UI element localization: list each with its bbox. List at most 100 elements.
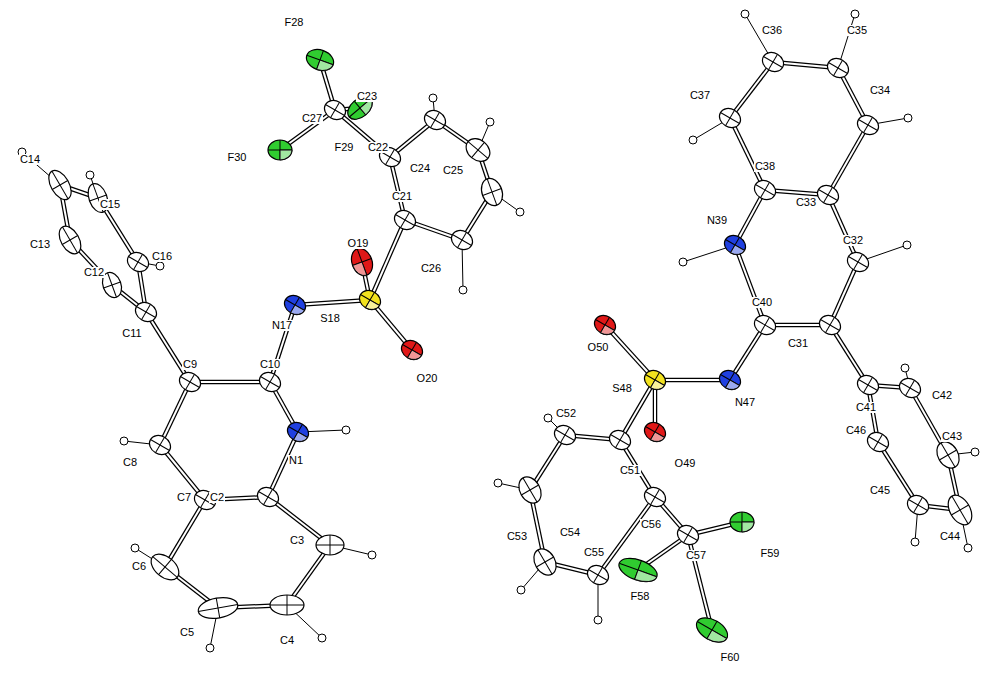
hydrogen-atom: [120, 437, 128, 445]
atom-label: C54: [559, 527, 581, 538]
ellipsoid-outline: [270, 595, 304, 615]
ellipsoid-outline: [398, 337, 426, 364]
atom-ellipsoid: [844, 249, 872, 276]
ellipsoid-axis: [431, 112, 440, 128]
ellipsoid-axis: [826, 317, 835, 333]
ellipsoid-axis: [824, 187, 833, 203]
ellipsoid-outline: [606, 427, 634, 454]
hydrogen-atom: [911, 538, 919, 546]
ellipsoid-octant: [601, 325, 615, 338]
ellipsoid-outline: [316, 535, 344, 555]
atom-ellipsoid: [759, 49, 787, 76]
hydrogen-atom: [494, 479, 502, 487]
atom-label: C46: [845, 425, 867, 436]
ellipsoid-outline: [281, 292, 309, 319]
atom-label: C37: [689, 90, 711, 101]
ellipsoid-axis: [186, 374, 195, 390]
ellipsoid-outline: [146, 549, 183, 585]
atom-label: F60: [720, 652, 741, 663]
ellipsoid-outline: [529, 545, 560, 579]
hydrogen-atom: [901, 364, 909, 372]
atom-ellipsoid: [751, 312, 779, 339]
ellipsoid-axis: [951, 505, 968, 515]
bond-line: [270, 305, 295, 382]
atom-label: C10: [259, 359, 281, 370]
bond-line: [295, 300, 370, 305]
bond-line: [190, 380, 270, 385]
ellipsoid-axis: [266, 374, 275, 390]
atom-label: F59: [760, 548, 781, 559]
ellipsoid-axis: [906, 380, 915, 396]
atom-label: C9: [182, 359, 198, 370]
atom-label: C5: [179, 627, 195, 638]
ellipsoid-outline: [584, 562, 612, 589]
ellipsoid-outline: [896, 375, 924, 402]
ellipsoid-outline: [716, 105, 744, 132]
ellipsoid-outline: [356, 287, 384, 314]
ellipsoid-outline: [759, 49, 787, 76]
atom-ellipsoid: [674, 522, 702, 549]
atom-label: C31: [787, 338, 809, 349]
atom-label: O50: [587, 342, 610, 353]
ellipsoid-octant: [294, 432, 308, 445]
bond-line: [190, 381, 270, 383]
atom-ellipsoid: [176, 369, 204, 396]
atom-label: C22: [367, 142, 389, 153]
ellipsoid-axis: [864, 377, 873, 393]
atom-ellipsoid: [132, 299, 160, 326]
ellipsoid-axis: [616, 432, 625, 448]
bond-line: [98, 198, 138, 262]
hydrogen-atom: [156, 262, 164, 270]
ellipsoid-outline: [943, 491, 976, 529]
atom-label: C45: [869, 485, 891, 496]
hydrogen-atom: [689, 136, 697, 144]
ellipsoid-axis: [914, 497, 923, 513]
bond-line: [370, 220, 405, 300]
ellipsoid-axis: [594, 567, 603, 583]
bond-line: [730, 325, 765, 380]
atom-ellipsoid: [254, 484, 282, 511]
ellipsoid-axis: [536, 557, 553, 567]
ellipsoid-axis: [216, 598, 219, 618]
ellipsoid-outline: [303, 46, 336, 74]
atom-ellipsoid: [816, 312, 844, 339]
bond-line: [878, 442, 918, 505]
bond-line: [830, 262, 858, 325]
atom-ellipsoid: [197, 595, 240, 622]
ellipsoid-axis: [401, 212, 410, 228]
hydrogen-atom: [544, 414, 552, 422]
ellipsoid-axis: [287, 595, 288, 615]
atom-label: C33: [795, 197, 817, 208]
atom-ellipsoid: [896, 375, 924, 402]
bond-line: [730, 325, 765, 380]
bond-line: [270, 305, 295, 382]
hydrogen-atom: [517, 586, 525, 594]
ellipsoid-axis: [864, 117, 873, 133]
ellipsoid-octant: [726, 380, 740, 393]
ellipsoid-axis: [769, 54, 778, 70]
atom-ellipsoid: [751, 177, 779, 204]
atom-ellipsoid: [462, 134, 495, 166]
ellipsoid-outline: [641, 484, 669, 511]
hydrogen-atom: [964, 544, 972, 552]
hydrogen-atom: [486, 118, 494, 126]
ellipsoid-outline: [721, 232, 749, 259]
ellipsoid-axis: [52, 181, 68, 190]
hydrogen-atom: [679, 258, 687, 266]
ellipsoid-axis: [651, 489, 660, 505]
atom-ellipsoid: [616, 554, 660, 586]
ellipsoid-outline: [551, 422, 579, 449]
atom-ellipsoid: [146, 432, 174, 459]
ellipsoid-outline: [421, 107, 449, 134]
atom-label: C41: [855, 402, 877, 413]
ellipsoid-axis: [684, 527, 693, 543]
atom-label: O19: [347, 238, 370, 249]
ellipsoid-axis: [63, 227, 78, 253]
ellipsoid-axis: [264, 489, 273, 505]
ellipsoid-outline: [616, 554, 660, 586]
ellipsoid-outline: [814, 182, 842, 209]
atom-label: C7: [176, 492, 192, 503]
atom-label: C12: [83, 267, 105, 278]
atom-label: N39: [706, 215, 728, 226]
